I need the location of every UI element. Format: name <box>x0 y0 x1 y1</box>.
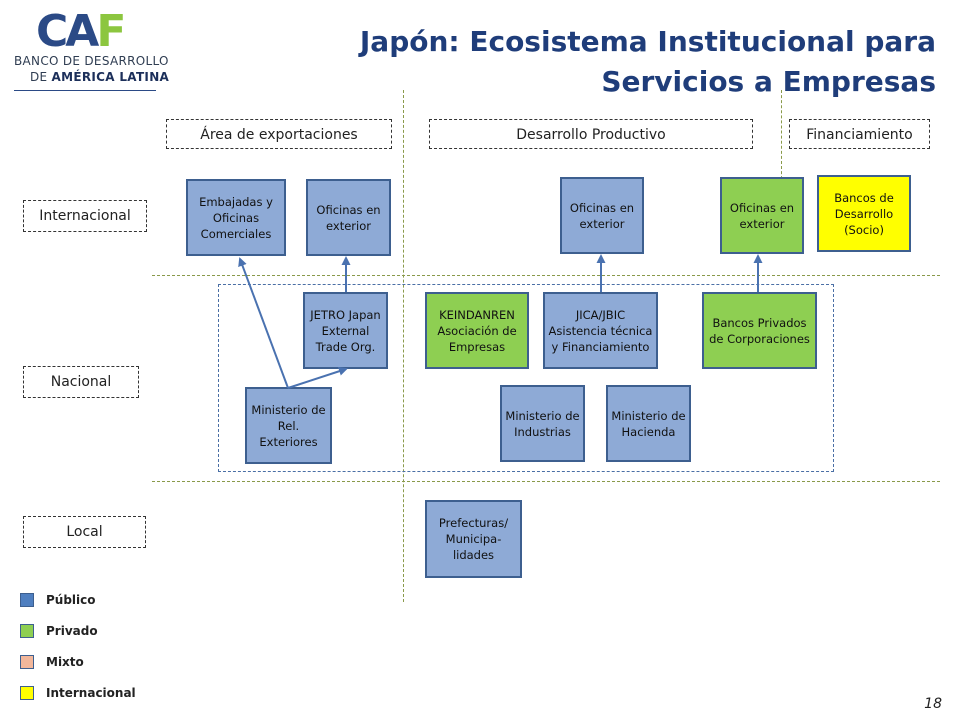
node-embajadas: Embajadas y Oficinas Comerciales <box>186 179 286 256</box>
column-header-export: Área de exportaciones <box>166 119 392 149</box>
node-ministerio-hacienda: Ministerio de Hacienda <box>606 385 691 462</box>
row-divider-bottom <box>152 481 940 482</box>
page-number: 18 <box>924 696 942 712</box>
arrow-minrel-to-embajadas <box>238 257 289 389</box>
legend-swatch-public <box>20 593 34 607</box>
column-header-productive: Desarrollo Productivo <box>429 119 753 149</box>
legend-label-international: Internacional <box>46 686 136 700</box>
node-ministerio-industrias: Ministerio de Industrias <box>500 385 585 462</box>
logo-text-prefix: DE <box>30 70 52 84</box>
node-oficinas-finance: Oficinas en exterior <box>720 177 804 254</box>
legend-item-private: Privado <box>20 623 136 639</box>
legend-label-public: Público <box>46 593 96 607</box>
row-label-national: Nacional <box>23 366 139 398</box>
legend: Público Privado Mixto Internacional <box>20 592 136 701</box>
legend-item-mixed: Mixto <box>20 654 136 670</box>
caf-logo-mark: CAF <box>36 10 126 54</box>
node-jetro: JETRO Japan External Trade Org. <box>303 292 388 369</box>
node-jica-jbic: JICA/JBIC Asistencia técnica y Financiam… <box>543 292 658 369</box>
arrow-minrel-to-jetro <box>287 366 348 389</box>
legend-item-international: Internacional <box>20 685 136 701</box>
logo-text-bold: AMÉRICA LATINA <box>51 70 170 84</box>
logo-divider <box>14 90 156 91</box>
column-header-finance: Financiamiento <box>789 119 930 149</box>
national-scope-frame <box>218 284 834 472</box>
logo-mark-f: F <box>96 6 126 57</box>
node-prefecturas: Prefecturas/ Municipa- lidades <box>425 500 522 578</box>
row-divider-top <box>152 275 940 276</box>
page-title: Japón: Ecosistema Institucional para Ser… <box>296 22 936 102</box>
legend-item-public: Público <box>20 592 136 608</box>
legend-swatch-international <box>20 686 34 700</box>
node-bancos-privados: Bancos Privados de Corporaciones <box>702 292 817 369</box>
row-label-local: Local <box>23 516 146 548</box>
logo-mark-ca: CA <box>36 6 99 57</box>
legend-swatch-private <box>20 624 34 638</box>
row-label-international: Internacional <box>23 200 147 232</box>
logo-text-line2: DE AMÉRICA LATINA <box>30 70 169 84</box>
logo-text-line1: BANCO DE DESARROLLO <box>14 54 169 68</box>
page-title-line2: Servicios a Empresas <box>601 65 936 98</box>
legend-label-private: Privado <box>46 624 98 638</box>
legend-label-mixed: Mixto <box>46 655 84 669</box>
column-divider-left <box>403 90 404 602</box>
legend-swatch-mixed <box>20 655 34 669</box>
node-oficinas-productive: Oficinas en exterior <box>560 177 644 254</box>
page-title-line1: Japón: Ecosistema Institucional para <box>359 25 936 58</box>
node-bancos-desarrollo: Bancos de Desarrollo (Socio) <box>817 175 911 252</box>
node-keindanren: KEINDANREN Asociación de Empresas <box>425 292 529 369</box>
node-oficinas-export: Oficinas en exterior <box>306 179 391 256</box>
column-divider-right <box>781 90 782 240</box>
node-ministerio-rel-exteriores: Ministerio de Rel. Exteriores <box>245 387 332 464</box>
